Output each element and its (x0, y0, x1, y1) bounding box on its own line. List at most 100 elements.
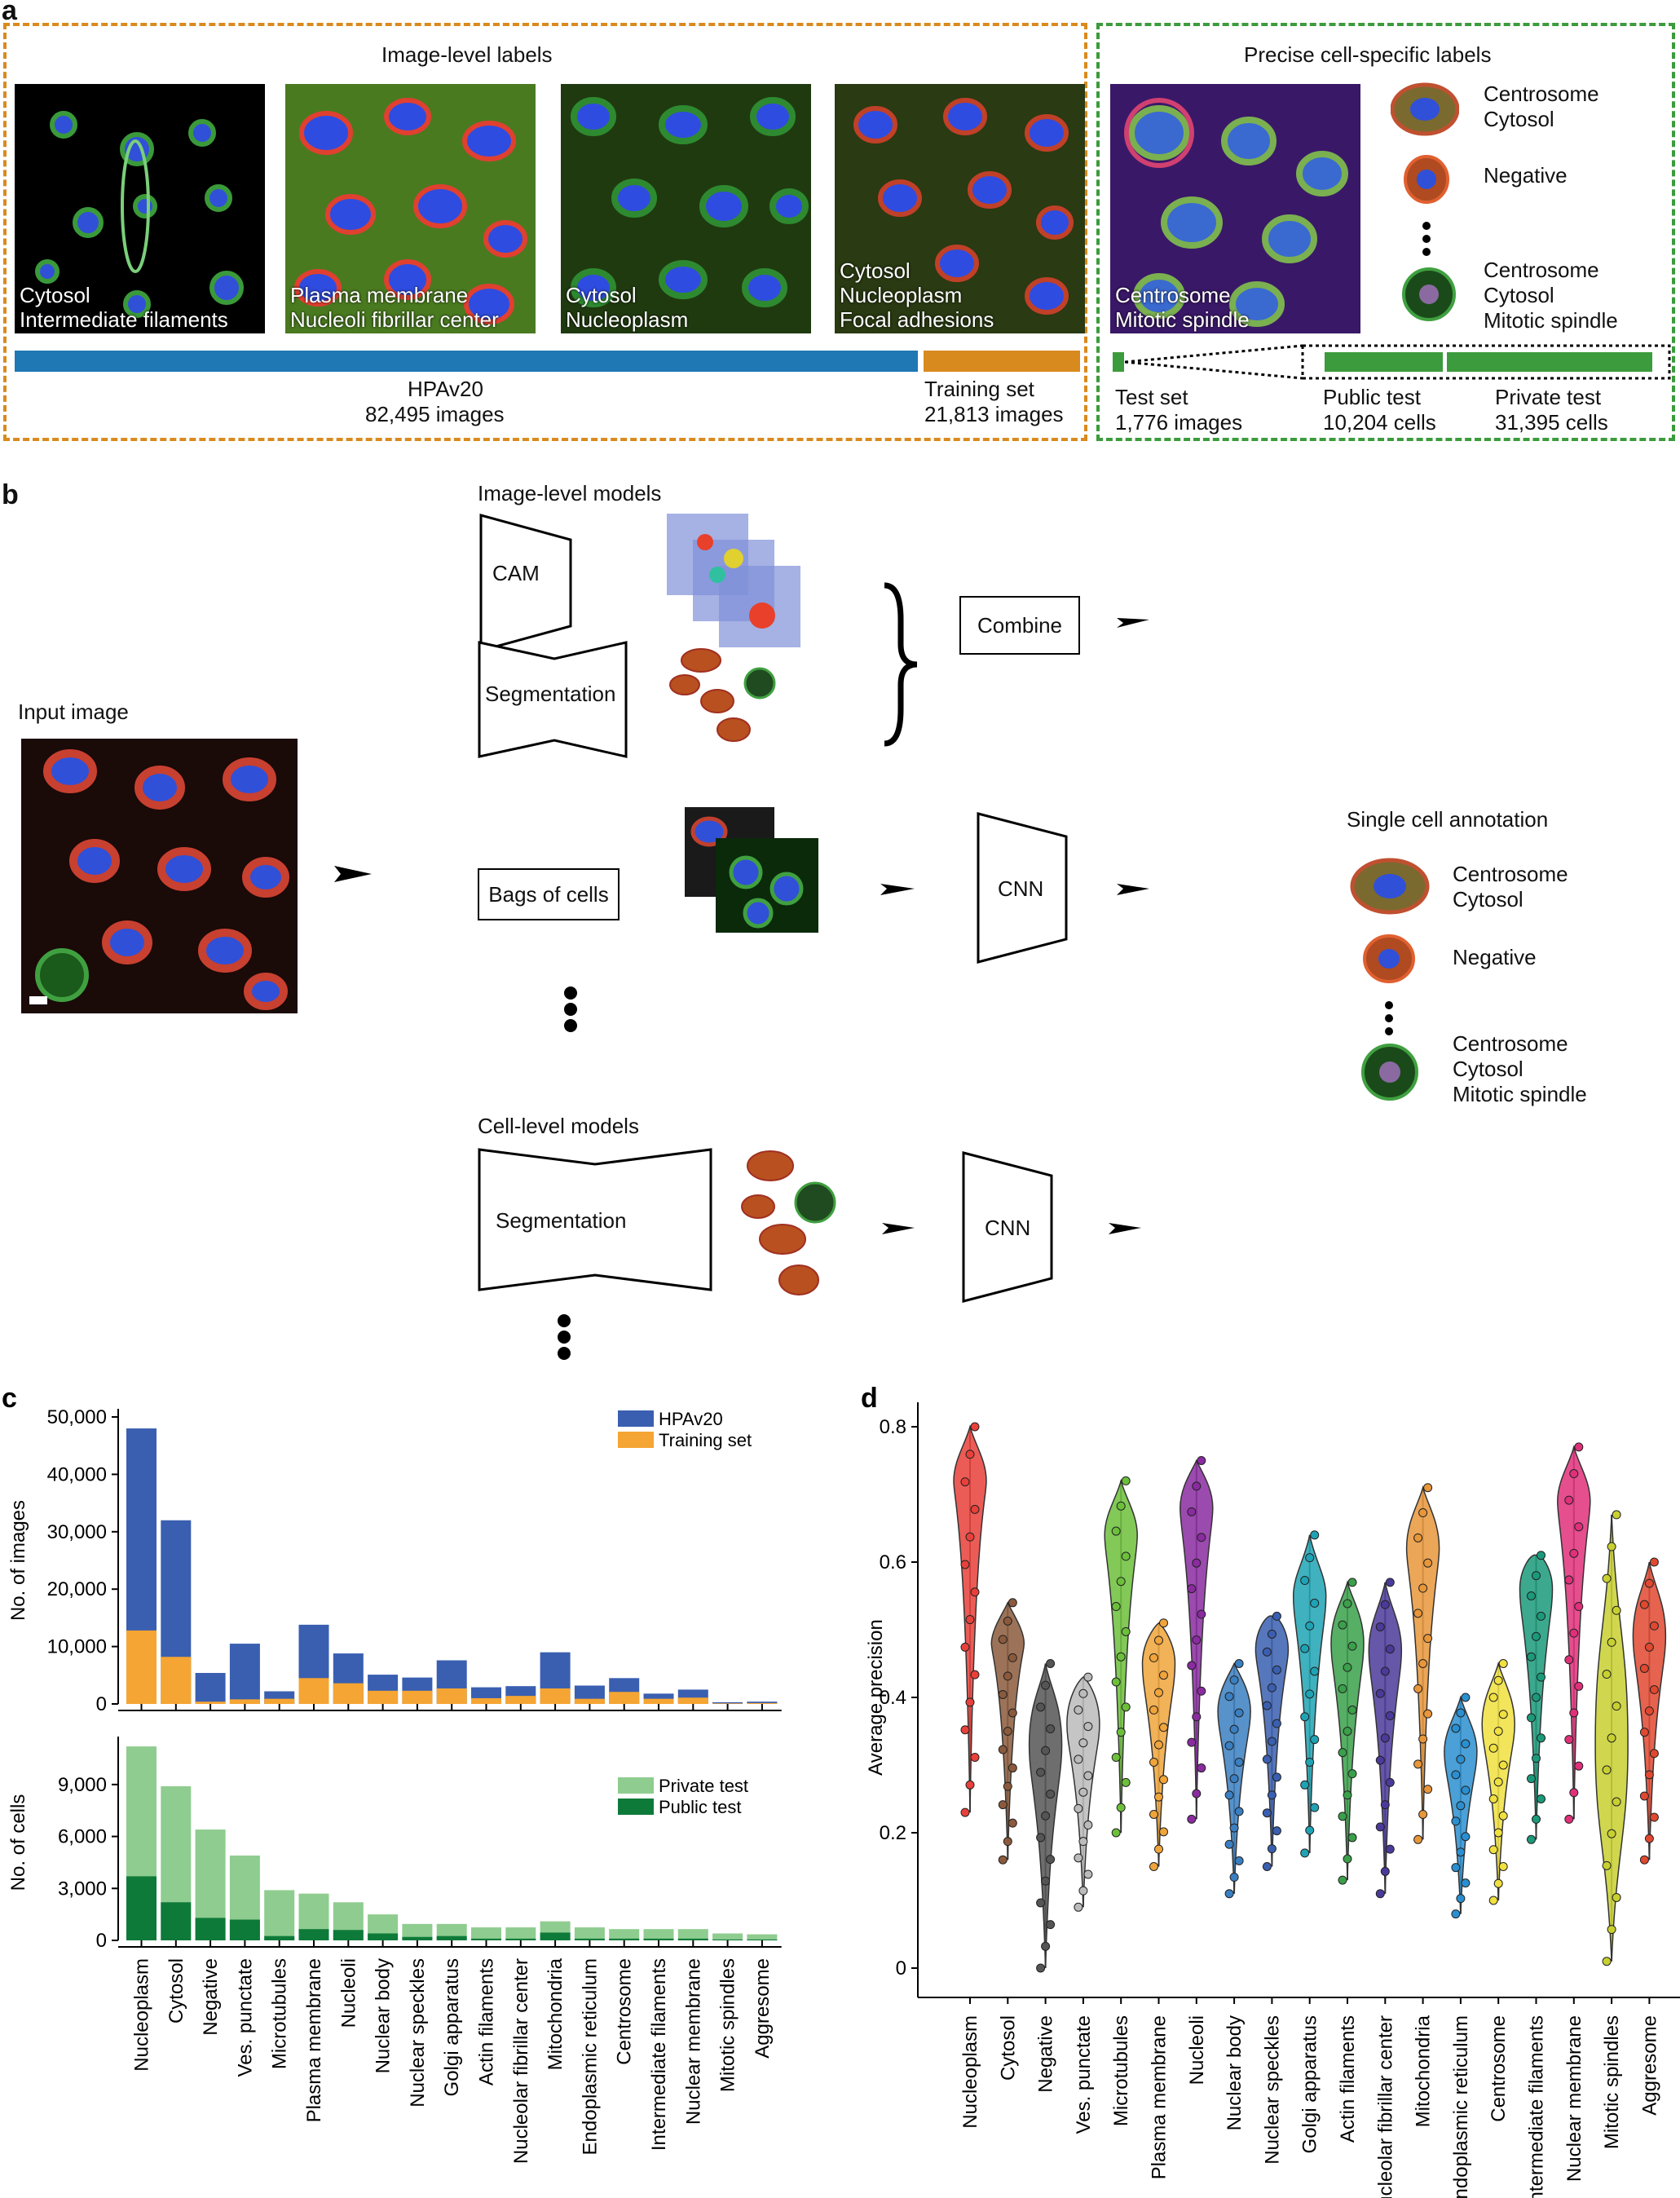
violin-point (1418, 1583, 1428, 1593)
bags-of-cells-box: Bags of cells (478, 868, 620, 920)
violin-point (1046, 1920, 1056, 1930)
bar-public-test (574, 1938, 605, 1940)
input-image-art (21, 739, 298, 1013)
violin-point (1385, 1578, 1395, 1587)
violin-point (1602, 1765, 1612, 1775)
bar-hpav20 (747, 1701, 778, 1704)
violin-point (1116, 1501, 1126, 1511)
violin-point (1380, 1666, 1390, 1676)
violin-point (1418, 1809, 1428, 1819)
violin-point (1493, 1777, 1503, 1787)
x-tick-label: Intermediate filaments (648, 1958, 670, 2151)
bar-public-test (505, 1938, 536, 1940)
violin-point (1498, 1659, 1508, 1668)
bar-public-test (264, 1935, 295, 1940)
violin-point (1461, 1739, 1471, 1749)
violin-point (1262, 1808, 1272, 1818)
violin-point (1300, 1712, 1310, 1722)
bar-hpav20 (229, 1644, 260, 1704)
violin-point (1111, 1602, 1121, 1612)
bar-training-set (264, 1698, 295, 1704)
cell-thumb-2-art (1404, 155, 1449, 204)
cell-thumb-3 (1402, 267, 1456, 321)
violin-point (1078, 1787, 1088, 1797)
violin-point (1413, 1834, 1423, 1844)
violin-point (998, 1689, 1008, 1699)
violin-point (1008, 1653, 1017, 1662)
annotation-label-3: Centrosome Cytosol Mitotic spindle (1453, 1031, 1587, 1106)
violin-point (1347, 1641, 1357, 1651)
violin-point (1267, 1683, 1277, 1693)
cell-label-3: Centrosome Cytosol Mitotic spindle (1484, 258, 1618, 333)
violin-point (1347, 1705, 1357, 1715)
x-tick-label: Cytosol (997, 2015, 1019, 2081)
violin-point (1224, 1839, 1234, 1849)
violin-point (1262, 1647, 1272, 1657)
violin-point (1537, 1733, 1546, 1743)
cell-level-title: Precise cell-specific labels (1244, 42, 1492, 67)
cnn-label-2: CNN (985, 1216, 1031, 1240)
violin-point (1607, 1733, 1616, 1743)
violin-point (1498, 1862, 1508, 1871)
violin-point (1418, 1659, 1428, 1668)
bar-public-test (436, 1935, 467, 1940)
violin-point (1375, 1755, 1385, 1765)
violin-point (1493, 1727, 1503, 1736)
violin-point (1375, 1622, 1385, 1631)
violin-point (965, 1697, 975, 1707)
violin-point (1074, 1853, 1083, 1863)
violin-point (960, 1560, 970, 1569)
bar-training-set (540, 1688, 571, 1704)
ellipsis-dot (1422, 248, 1431, 256)
violin-point (1569, 1788, 1579, 1798)
violin-point (1083, 1869, 1093, 1879)
bar-private-test (264, 1890, 295, 1940)
violin-point (1493, 1878, 1503, 1888)
bar-private-test (402, 1923, 433, 1940)
x-tick-label: Golgi apparatus (441, 1958, 463, 2096)
violin-point (1310, 1735, 1320, 1745)
violin-point (1644, 1770, 1654, 1780)
training-bar (924, 351, 1080, 372)
violin-point (1229, 1724, 1239, 1734)
violin-point (1036, 1768, 1046, 1777)
cell-label-2: Negative (1484, 163, 1568, 188)
violin-point (1078, 1837, 1088, 1847)
bar-training-set (574, 1698, 605, 1704)
violin-point (1111, 1677, 1121, 1687)
violin-point (1197, 1609, 1206, 1619)
bar-training-set (747, 1702, 778, 1704)
zoom-lines (1125, 344, 1671, 380)
x-tick-label: Mitochondria (1413, 2015, 1435, 2127)
private-count: 31,395 cells (1495, 410, 1608, 435)
legend-swatch (618, 1432, 654, 1448)
violin-point (1234, 1708, 1244, 1718)
violin-point (1300, 1848, 1310, 1858)
violin-point (1121, 1702, 1131, 1712)
cell-thumb-1 (1390, 82, 1460, 137)
violin-point (1154, 1688, 1163, 1697)
violin-point (1451, 1863, 1461, 1873)
cell-thumb-2 (1404, 155, 1449, 204)
violin-point (1537, 1672, 1546, 1682)
violin-point (1343, 1662, 1352, 1672)
micrograph-3-art (561, 84, 811, 333)
cell-label-1: Centrosome Cytosol (1484, 82, 1599, 131)
x-tick-label: Negative (200, 1958, 222, 2036)
violin-point (1380, 1800, 1390, 1810)
violin-point (1574, 1602, 1584, 1612)
violin-point (965, 1450, 975, 1459)
violin-point (1262, 1701, 1272, 1710)
violin-point (1456, 1894, 1466, 1904)
violin-point (1649, 1812, 1659, 1822)
violin-point (965, 1615, 975, 1625)
violin-point (1036, 1963, 1046, 1973)
violin-point (1385, 1711, 1395, 1721)
violin-point (1078, 1886, 1088, 1896)
violin-point (1488, 1743, 1498, 1753)
violin-point (1338, 1812, 1347, 1821)
violin-point (1602, 1860, 1612, 1870)
x-tick-label: Nucleoplasm (131, 1958, 153, 2072)
legend-swatch (618, 1777, 654, 1794)
violin-point (970, 1753, 980, 1763)
